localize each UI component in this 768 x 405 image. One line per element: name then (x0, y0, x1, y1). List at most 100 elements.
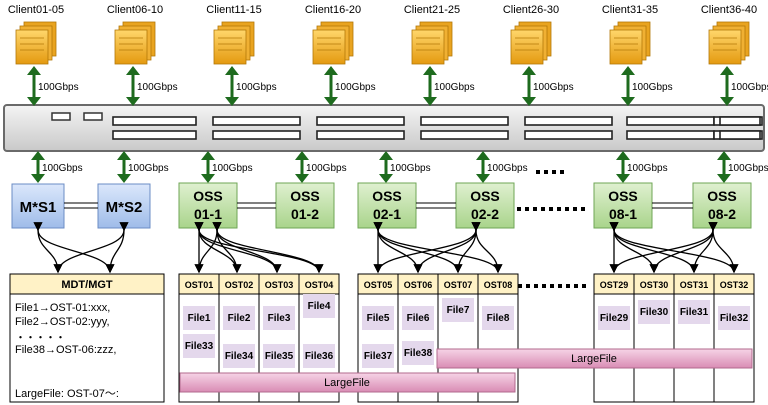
connection-arrow (212, 222, 324, 274)
file-label: File6 (407, 313, 430, 324)
link-arrow: 100Gbps (379, 151, 431, 183)
large-file-label: LargeFile (324, 377, 370, 389)
ost-label: OST03 (265, 280, 294, 290)
server-icon (708, 21, 750, 65)
file-label: File29 (600, 313, 629, 324)
connection-arrow (708, 222, 739, 274)
file-block: File35 (263, 344, 295, 368)
oss-label-line2: 01-1 (194, 206, 222, 222)
link-speed-label: 100Gbps (38, 82, 79, 93)
link-arrow: 100Gbps (295, 151, 347, 183)
client-label: Client31-35 (602, 4, 658, 16)
link-speed-label: 100Gbps (632, 82, 673, 93)
client-group: Client06-10 (107, 4, 163, 65)
file-block: File2 (223, 306, 255, 330)
file-label: File5 (367, 313, 390, 324)
mds-label: M*S1 (20, 199, 57, 216)
ost-column: OST31 (673, 273, 715, 403)
mdt-line-3: ・・・・・ (15, 332, 66, 344)
link-speed-label: 100Gbps (335, 82, 376, 93)
link-speed-label: 100Gbps (212, 163, 253, 174)
file-label: File30 (640, 307, 669, 318)
file-label: File31 (680, 307, 709, 318)
mdt-line-2: File2→OST-02:yyy, (15, 316, 110, 328)
link-speed-label: 100Gbps (731, 82, 768, 93)
ost-label: OST07 (444, 280, 473, 290)
client-label: Client26-30 (503, 4, 559, 16)
ost-column: OST32 (713, 273, 755, 403)
client-label: Client11-15 (206, 4, 261, 16)
file-label: File8 (487, 313, 510, 324)
file-label: File4 (308, 301, 331, 312)
client-label: Client21-25 (404, 4, 460, 16)
link-arrow: 100Gbps (126, 66, 178, 106)
ost-label: OST08 (484, 280, 513, 290)
file-label: File7 (447, 305, 470, 316)
link-speed-label: 100Gbps (128, 163, 169, 174)
ost-label: OST32 (720, 280, 749, 290)
file-block: File37 (362, 344, 394, 368)
link-arrow: 100Gbps (423, 66, 475, 106)
server-icon (114, 21, 156, 65)
link-speed-label: 100Gbps (390, 163, 431, 174)
link-speed-label: 100Gbps (306, 163, 347, 174)
link-arrow: 100Gbps (27, 66, 79, 106)
connection-arrow (471, 222, 503, 274)
server-icon (510, 21, 552, 65)
ost-label: OST30 (640, 280, 669, 290)
ost-label: OST01 (185, 280, 214, 290)
oss-label-line1: OSS (372, 188, 402, 204)
ost-label: OST31 (680, 280, 709, 290)
connection-arrow (373, 222, 503, 274)
link-speed-label: 100Gbps (533, 82, 574, 93)
server-icon (15, 21, 57, 65)
link-arrow: 100Gbps (117, 151, 169, 183)
ost-label: OST06 (404, 280, 433, 290)
mdt-box: MDT/MGT (9, 273, 165, 403)
mdt-line-4: File38→OST-06:zzz, (15, 344, 117, 356)
mdt-header: MDT/MGT (61, 279, 113, 291)
file-block: File33 (183, 334, 215, 358)
ost-column: OST29 (593, 273, 635, 403)
oss-label-line2: 08-2 (708, 206, 736, 222)
link-speed-label: 100Gbps (236, 82, 277, 93)
link-speed-label: 100Gbps (627, 163, 668, 174)
file-label: File37 (364, 351, 393, 362)
file-block: File29 (598, 306, 630, 330)
connection-arrow (609, 222, 659, 274)
link-arrow: 100Gbps (225, 66, 277, 106)
file-label: File36 (305, 351, 334, 362)
client-group: Client16-20 (305, 4, 361, 65)
link-speed-label: 100Gbps (137, 82, 178, 93)
connection-arrow (105, 222, 129, 274)
client-label: Client01-05 (8, 4, 64, 16)
ost-label: OST05 (364, 280, 393, 290)
link-speed-label: 100Gbps (42, 163, 83, 174)
link-speed-label: 100Gbps (487, 163, 528, 174)
oss-label-line1: OSS (608, 188, 638, 204)
link-speed-label: 100Gbps (434, 82, 475, 93)
client-group: Client11-15 (206, 4, 262, 65)
ost-label: OST04 (305, 280, 334, 290)
ost-label: OST02 (225, 280, 254, 290)
file-block: File8 (482, 306, 514, 330)
oss-node: OSS 02-1 (357, 182, 417, 229)
file-block: File31 (678, 300, 710, 324)
oss-label-line1: OSS (470, 188, 500, 204)
file-block: File34 (223, 344, 255, 368)
file-label: File1 (188, 313, 211, 324)
client-group: Client31-35 (602, 4, 658, 65)
ost-label: OST29 (600, 280, 629, 290)
link-arrow: 100Gbps (476, 151, 528, 183)
oss-label-line1: OSS (707, 188, 737, 204)
oss-label-line2: 02-1 (373, 206, 401, 222)
file-block: File30 (638, 300, 670, 324)
network-switch (3, 104, 765, 152)
file-block: File4 (303, 294, 335, 318)
link-arrow: 100Gbps (621, 66, 673, 106)
file-block: File38 (402, 341, 434, 365)
link-arrow: 100Gbps (720, 66, 768, 106)
